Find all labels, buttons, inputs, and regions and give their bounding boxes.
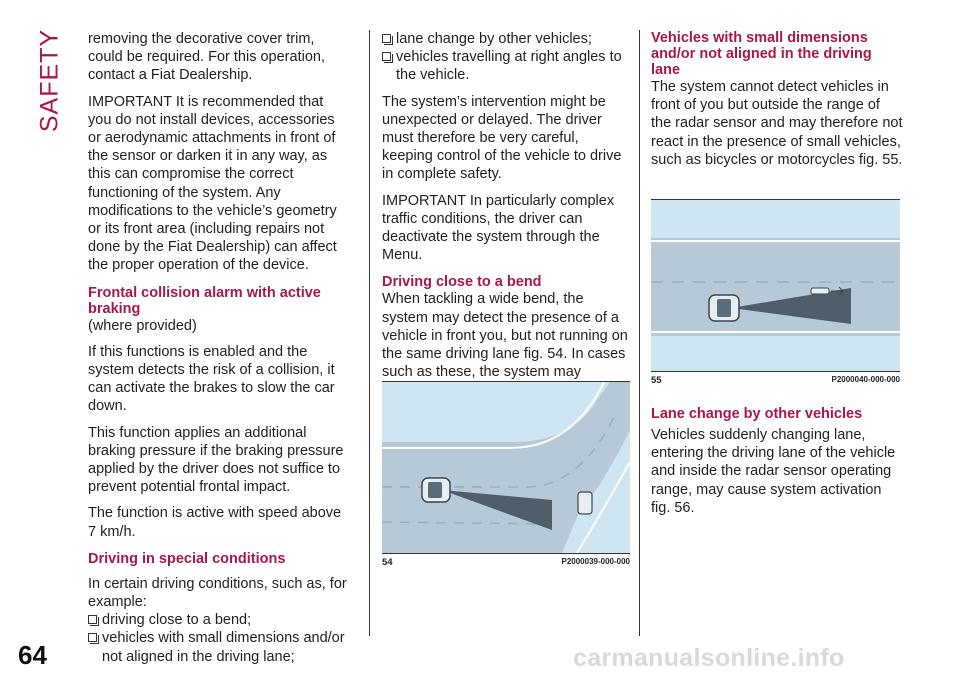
paragraph: When tackling a wide bend, the system ma… [382, 291, 628, 398]
checkbox-bullet-icon [382, 34, 393, 45]
figure-number: 55 [651, 375, 662, 386]
section-heading: Driving close to a bend [382, 274, 542, 291]
figure-55-illustration [651, 199, 900, 372]
paragraph: IMPORTANT It is recommended that you do … [88, 93, 337, 274]
figure-55-caption: 55 P2000040-000-000 [651, 375, 900, 386]
paragraph: This function applies an additional brak… [88, 424, 344, 496]
figure-54-caption: 54 P2000039-000-000 [382, 557, 630, 568]
bend-road-illustration [382, 382, 630, 553]
text-column-1: removing the decorative cover trim, coul… [88, 30, 350, 674]
bullet-list: driving close to a bend; vehicles with s… [88, 611, 350, 666]
figure-number: 54 [382, 557, 393, 568]
paragraph: removing the decorative cover trim, coul… [88, 31, 325, 84]
paragraph: Vehicles suddenly changing lane, enterin… [651, 427, 896, 516]
list-item: vehicles with small dimensions and/or no… [88, 629, 350, 665]
paragraph: In certain driving conditions, such as, … [88, 575, 347, 611]
paragraph: IMPORTANT In particularly complex traffi… [382, 192, 615, 264]
paragraph: The system’s intervention might be unexp… [382, 93, 622, 183]
watermark: carmanualsonline.info [573, 644, 845, 672]
bullet-list: lane change by other vehicles; vehicles … [382, 30, 630, 85]
checkbox-bullet-icon [382, 52, 393, 64]
checkbox-bullet-icon [88, 633, 99, 645]
figure-code: P2000039-000-000 [561, 557, 630, 566]
section-heading: Lane change by other vehicles [651, 406, 863, 422]
page-number: 64 [18, 640, 47, 670]
heading-subtitle: (where provided) [88, 317, 197, 334]
section-heading: Frontal collision alarm with active brak… [88, 284, 321, 317]
text-column-3-lower: Lane change by other vehicles Vehicles s… [651, 406, 903, 525]
text-column-3: Vehicles with small dimensions and/or no… [651, 30, 903, 177]
figure-code: P2000040-000-000 [831, 375, 900, 384]
text-column-2: lane change by other vehicles; vehicles … [382, 30, 630, 408]
paragraph: The function is active with speed above … [88, 505, 342, 540]
column-divider [639, 30, 640, 636]
list-item: lane change by other vehicles; [382, 30, 630, 48]
list-item: vehicles travelling at right angles to t… [382, 48, 630, 84]
checkbox-bullet-icon [88, 615, 99, 627]
list-item: driving close to a bend; [88, 611, 350, 629]
section-side-label: SAFETY [35, 28, 64, 133]
straight-road-illustration [651, 200, 900, 371]
column-divider [369, 30, 370, 636]
paragraph: The system cannot detect vehicles in fro… [651, 79, 903, 168]
figure-54-illustration [382, 381, 630, 554]
section-heading: Vehicles with small dimensions and/or no… [651, 30, 872, 78]
section-heading: Driving in special conditions [88, 550, 286, 567]
paragraph: If this functions is enabled and the sys… [88, 343, 335, 415]
